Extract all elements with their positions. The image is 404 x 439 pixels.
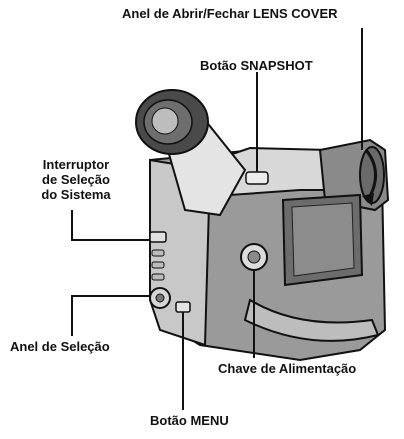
side-control — [151, 261, 165, 269]
selection-ring-center — [155, 293, 165, 303]
leader-selection-ring — [71, 295, 150, 336]
label-selection-ring: Anel de Seleção — [10, 339, 110, 354]
menu-button[interactable] — [175, 301, 191, 313]
power-switch-center — [247, 250, 261, 264]
label-system-switch-line2: de Seleção — [42, 172, 110, 187]
viewfinder-lens — [151, 107, 179, 135]
label-lens-cover-ring: Anel de Abrir/Fechar LENS COVER — [122, 6, 338, 21]
side-control — [151, 249, 165, 257]
leader-system-switch — [71, 210, 150, 241]
rotation-arrowhead-icon — [362, 193, 374, 206]
hand-strap — [243, 298, 380, 342]
side-control — [151, 273, 165, 281]
label-menu-button: Botão MENU — [150, 413, 229, 428]
snapshot-button[interactable] — [245, 171, 269, 185]
label-system-switch-line3: do Sistema — [41, 187, 111, 202]
label-system-switch-line1: Interruptor — [42, 157, 110, 172]
label-system-switch: Interruptor de Seleção do Sistema — [30, 157, 122, 202]
leader-lines — [71, 28, 363, 410]
lcd-panel-inner — [291, 202, 355, 277]
system-selection-switch[interactable] — [149, 231, 167, 243]
label-power-switch: Chave de Alimentação — [218, 361, 357, 376]
label-snapshot-button: Botão SNAPSHOT — [200, 58, 313, 73]
